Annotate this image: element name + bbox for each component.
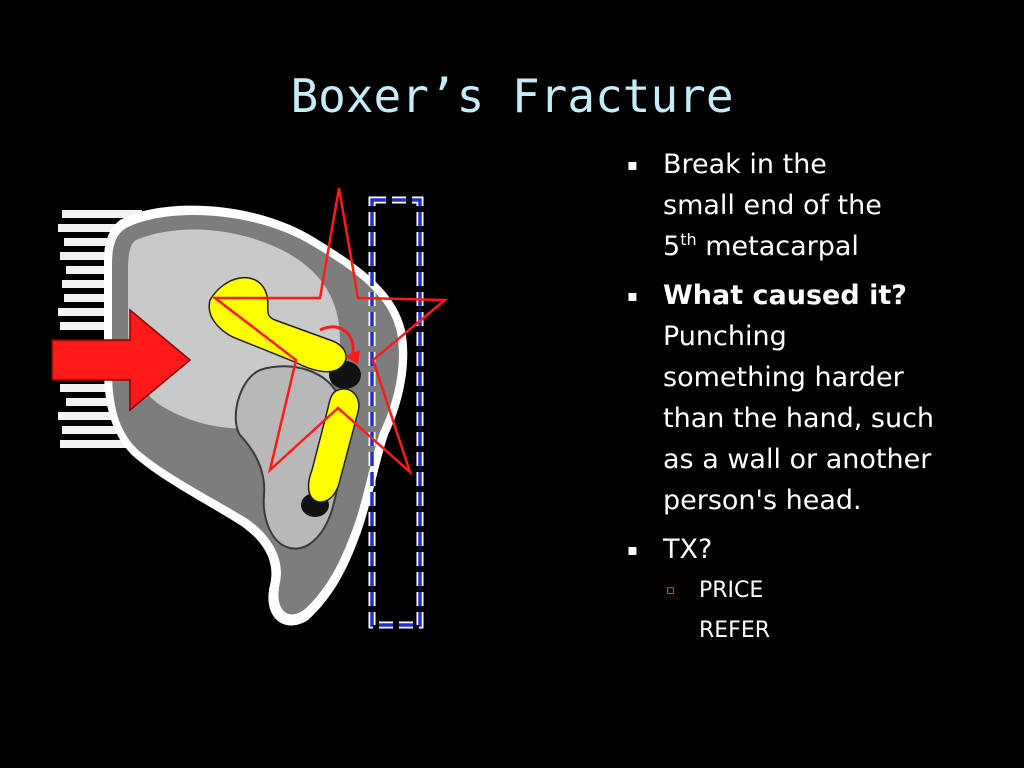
ordinal-suffix: th	[680, 230, 697, 249]
hand-fracture-illustration	[51, 187, 449, 629]
curved-arrow-head	[345, 350, 360, 364]
square-bullet-icon: ▪	[627, 540, 638, 559]
hollow-square-bullet-icon: ▫	[666, 583, 675, 598]
sub-item-price-label: PRICE	[699, 578, 764, 603]
definition-line-3: 5th metacarpal	[663, 226, 982, 267]
bullet-item-treatment: ▪ TX?	[622, 529, 982, 570]
cause-line-1: Punching	[663, 321, 787, 352]
ordinal-number: 5	[663, 231, 681, 262]
sub-item-refer-label: REFER	[699, 618, 771, 643]
cause-line-2: something harder	[663, 362, 904, 393]
definition-line-1: Break in the	[663, 149, 827, 180]
square-bullet-icon: ▪	[627, 155, 638, 174]
definition-line-2: small end of the	[663, 190, 882, 221]
force-arrow-icon	[51, 308, 192, 412]
sub-item-refer: REFER	[622, 610, 982, 651]
metacarpal-bone	[208, 276, 347, 373]
cause-line-4: as a wall or another	[663, 444, 932, 475]
square-bullet-icon: ▪	[627, 286, 638, 305]
cause-heading: What caused it?	[663, 280, 907, 311]
cause-line-5: person's head.	[663, 485, 862, 516]
thumb-bone	[307, 388, 360, 503]
bullet-item-definition: ▪ Break in the small end of the 5th meta…	[622, 144, 982, 267]
curved-arrow-icon	[319, 325, 355, 359]
wall-dashed-inner	[370, 198, 422, 627]
bullet-item-cause: ▪ What caused it? Punching something har…	[622, 275, 982, 521]
bullet-list: ▪ Break in the small end of the 5th meta…	[622, 144, 982, 651]
metacarpal-text: metacarpal	[696, 231, 859, 262]
treatment-label: TX?	[663, 534, 713, 565]
slide-title: Boxer’s Fracture	[290, 69, 734, 123]
impact-star-icon	[211, 187, 449, 477]
sub-item-price: ▫ PRICE	[622, 570, 982, 611]
cause-line-3: than the hand, such	[663, 403, 935, 434]
